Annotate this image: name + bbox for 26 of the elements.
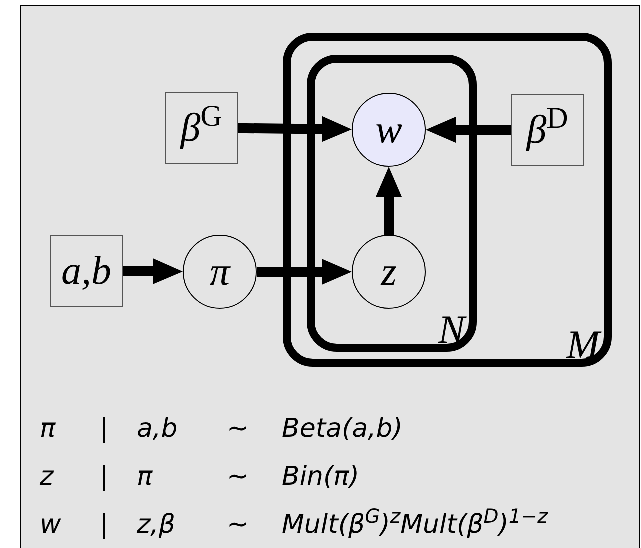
formula-term: π [137,464,154,490]
arrow [376,167,402,235]
formula-term: π [40,416,57,442]
formula-term: Bin(π) [282,464,360,490]
formula-term: a,b [137,416,179,442]
arrow [122,258,183,284]
arrow [426,117,511,143]
arrow [238,116,352,142]
separator: | [100,512,110,538]
distributed-as: ~ [227,512,250,538]
parameter-box: β$^{D}$ [511,94,584,166]
distributed-as: ~ [227,416,250,442]
arrow [257,259,352,285]
parameter-box: a,b [50,235,123,307]
formula-term: w [40,512,62,538]
formula-term: z,β [137,512,177,538]
plate-label: M [566,325,600,365]
formula-term: z [40,464,55,490]
plate-frame [307,55,477,352]
plate-frame [283,33,612,367]
plate-label: N [438,310,465,350]
formula-term: Beta(a,b) [282,416,404,442]
separator: | [100,416,110,442]
separator: | [100,464,110,490]
parameter-box: β$^{G}$ [165,92,238,164]
distributed-as: ~ [227,464,250,490]
